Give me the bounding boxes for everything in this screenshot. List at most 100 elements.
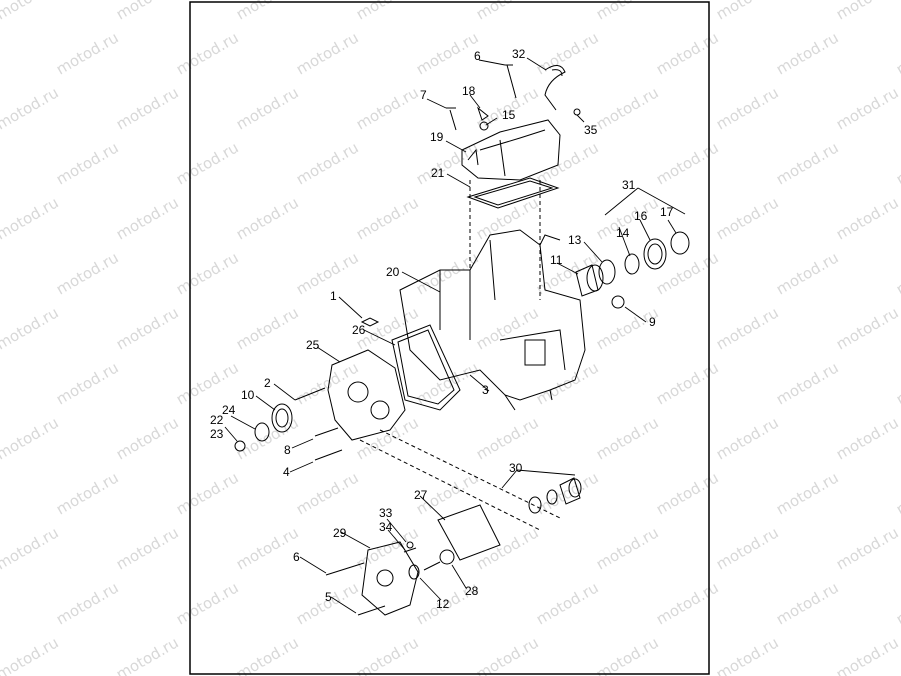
watermark-text: motod.ru: [353, 83, 422, 133]
callout-6-bottom: 6: [293, 550, 300, 564]
watermark-text: motod.ru: [0, 303, 62, 353]
oring-24: [254, 422, 270, 442]
watermark-text: motod.ru: [293, 28, 362, 78]
callout-20: 20: [386, 265, 400, 279]
diagram-border: [189, 1, 710, 675]
washer-33: [406, 541, 414, 549]
callout-18: 18: [462, 84, 476, 98]
callout-26: 26: [352, 323, 366, 337]
bolt-7: [446, 107, 457, 131]
watermark-text: motod.ru: [893, 468, 901, 518]
watermark-text: motod.ru: [173, 28, 242, 78]
watermark-text: motod.ru: [533, 28, 602, 78]
watermark-text: motod.ru: [593, 523, 662, 573]
watermark-text: motod.ru: [353, 633, 422, 676]
watermark-text: motod.ru: [473, 633, 542, 676]
callout-4: 4: [283, 465, 290, 479]
callout-12: 12: [436, 597, 450, 611]
watermark-text: motod.ru: [293, 468, 362, 518]
stud-6-bottom: [325, 562, 365, 576]
watermark-text: motod.ru: [773, 468, 842, 518]
sensor-18: [476, 106, 489, 121]
watermark-text: motod.ru: [413, 248, 482, 298]
watermark-text: motod.ru: [713, 193, 782, 243]
watermark-text: motod.ru: [593, 633, 662, 676]
watermark-text: motod.ru: [653, 248, 722, 298]
callout-6-top: 6: [474, 49, 481, 63]
watermark-text: motod.ru: [533, 578, 602, 628]
callout-14: 14: [616, 226, 630, 240]
watermark-text: motod.ru: [173, 468, 242, 518]
watermark-text: motod.ru: [0, 83, 62, 133]
leader-lines: [224, 57, 686, 614]
callout-33: 33: [379, 506, 393, 520]
watermark-text: motod.ru: [113, 633, 182, 676]
ring-13: [598, 259, 616, 285]
cap-28: [439, 549, 455, 565]
transmission-housing: [399, 229, 586, 411]
watermark-text: motod.ru: [113, 413, 182, 463]
watermark-text: motod.ru: [53, 248, 122, 298]
watermark-text: motod.ru: [713, 83, 782, 133]
callout-9: 9: [649, 315, 656, 329]
watermark-text: motod.ru: [353, 193, 422, 243]
callout-29: 29: [333, 526, 347, 540]
watermark-text: motod.ru: [713, 633, 782, 676]
bolt-8: [314, 427, 339, 437]
watermark-text: motod.ru: [533, 468, 602, 518]
watermark-text: motod.ru: [113, 523, 182, 573]
shift-shaft-parts: [528, 477, 582, 514]
pin-34: [403, 547, 417, 553]
watermark-text: motod.ru: [713, 303, 782, 353]
top-cover: [461, 119, 561, 181]
callout-15: 15: [502, 108, 516, 122]
watermark-text: motod.ru: [533, 138, 602, 188]
watermark-text: motod.ru: [233, 633, 302, 676]
watermark-text: motod.ru: [893, 138, 901, 188]
watermark-text: motod.ru: [653, 578, 722, 628]
watermark-text: motod.ru: [833, 193, 901, 243]
callout-25: 25: [306, 338, 320, 352]
watermark-text: motod.ru: [293, 138, 362, 188]
bearing-9: [611, 295, 625, 309]
watermark-text: motod.ru: [53, 28, 122, 78]
oring-15: [479, 121, 489, 131]
callout-35: 35: [584, 123, 598, 137]
callout-23: 23: [210, 427, 224, 441]
callout-5: 5: [325, 590, 332, 604]
watermark-text: motod.ru: [593, 83, 662, 133]
watermark-text: motod.ru: [593, 0, 662, 23]
callout-34: 34: [379, 520, 393, 534]
watermark-text: motod.ru: [653, 28, 722, 78]
clamp-35: [573, 108, 581, 116]
watermark-text: motod.ru: [473, 413, 542, 463]
watermark-text: motod.ru: [233, 303, 302, 353]
watermark-text: motod.ru: [113, 193, 182, 243]
watermark-text: motod.ru: [773, 358, 842, 408]
bolt-2: [294, 387, 326, 401]
watermark-text: motod.ru: [53, 578, 122, 628]
watermark-text: motod.ru: [773, 248, 842, 298]
watermark-text: motod.ru: [293, 248, 362, 298]
watermark-text: motod.ru: [653, 358, 722, 408]
callout-16: 16: [634, 209, 648, 223]
watermark-text: motod.ru: [773, 28, 842, 78]
watermark-text: motod.ru: [893, 358, 901, 408]
callout-17: 17: [660, 205, 674, 219]
side-gasket: [391, 324, 461, 411]
watermark-text: motod.ru: [773, 138, 842, 188]
side-cover: [327, 349, 406, 441]
callout-30: 30: [509, 461, 523, 475]
bushing-17: [670, 231, 690, 255]
stud-6-top: [505, 64, 517, 99]
watermark-text: motod.ru: [473, 303, 542, 353]
watermark-text: motod.ru: [893, 578, 901, 628]
watermark-text: motod.ru: [833, 633, 901, 676]
dowel-1: [360, 317, 380, 327]
watermark-text: motod.ru: [473, 0, 542, 23]
watermark-text: motod.ru: [233, 0, 302, 23]
watermark-text: motod.ru: [53, 138, 122, 188]
nut-23: [234, 440, 246, 452]
seal-16: [643, 238, 667, 270]
hose-32: [544, 65, 566, 111]
